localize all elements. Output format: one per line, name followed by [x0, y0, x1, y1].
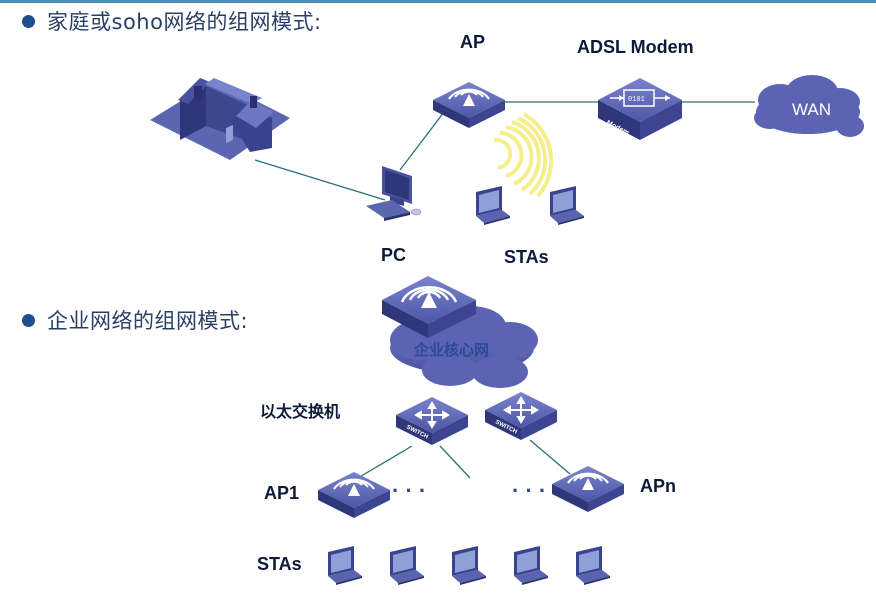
- apn-label: APn: [640, 476, 676, 496]
- bullet-icon: [22, 14, 35, 28]
- home-laptop-icon: [550, 186, 584, 225]
- home-links: [254, 101, 755, 201]
- ent-laptop-icon: [514, 546, 548, 585]
- core-ap-device: [382, 276, 476, 338]
- enterprise-heading: 企业网络的组网模式:: [47, 309, 249, 333]
- modem-device: 0101 Modem: [598, 78, 682, 140]
- switch-device: SWITCH: [395, 396, 469, 446]
- ent-laptop-icon: [390, 546, 424, 585]
- switch-group-label: 以太交换机: [260, 402, 341, 421]
- modem-label: ADSL Modem: [577, 37, 694, 57]
- core-cloud: [390, 306, 538, 388]
- enterprise-links: [357, 439, 571, 479]
- ellipsis-right: · · ·: [512, 478, 546, 503]
- home-ap-label: AP: [460, 32, 486, 52]
- enterprise-heading-row: 企业网络的组网模式:: [22, 305, 248, 335]
- apn-device: [551, 465, 625, 513]
- wan-label: WAN: [792, 100, 832, 119]
- pc-label: PC: [381, 245, 407, 265]
- home-ap-device: [432, 81, 506, 129]
- house-icon: [150, 78, 290, 160]
- core-label: 企业核心网: [414, 341, 490, 359]
- ap1-device: [317, 471, 391, 519]
- wireless-signal-icon: [493, 112, 553, 198]
- ent-laptop-icon: [452, 546, 486, 585]
- home-heading-row: 家庭或soho网络的组网模式:: [22, 6, 322, 36]
- home-laptop-icon: [476, 186, 510, 225]
- ent-laptop-icon: [328, 546, 362, 585]
- ent-laptop-icon: [576, 546, 610, 585]
- wan-cloud: [754, 75, 864, 137]
- ap1-label: AP1: [264, 483, 300, 503]
- switch-device: SWITCH: [484, 391, 558, 441]
- home-heading: 家庭或soho网络的组网模式:: [47, 10, 322, 34]
- ent-stas-label: STAs: [257, 554, 302, 574]
- top-rule: [0, 0, 876, 3]
- bullet-icon: [22, 313, 35, 327]
- svg-text:0101: 0101: [628, 96, 645, 104]
- home-stas-label: STAs: [504, 247, 549, 267]
- pc-icon: [366, 166, 422, 221]
- ellipsis-left: · · ·: [392, 478, 426, 503]
